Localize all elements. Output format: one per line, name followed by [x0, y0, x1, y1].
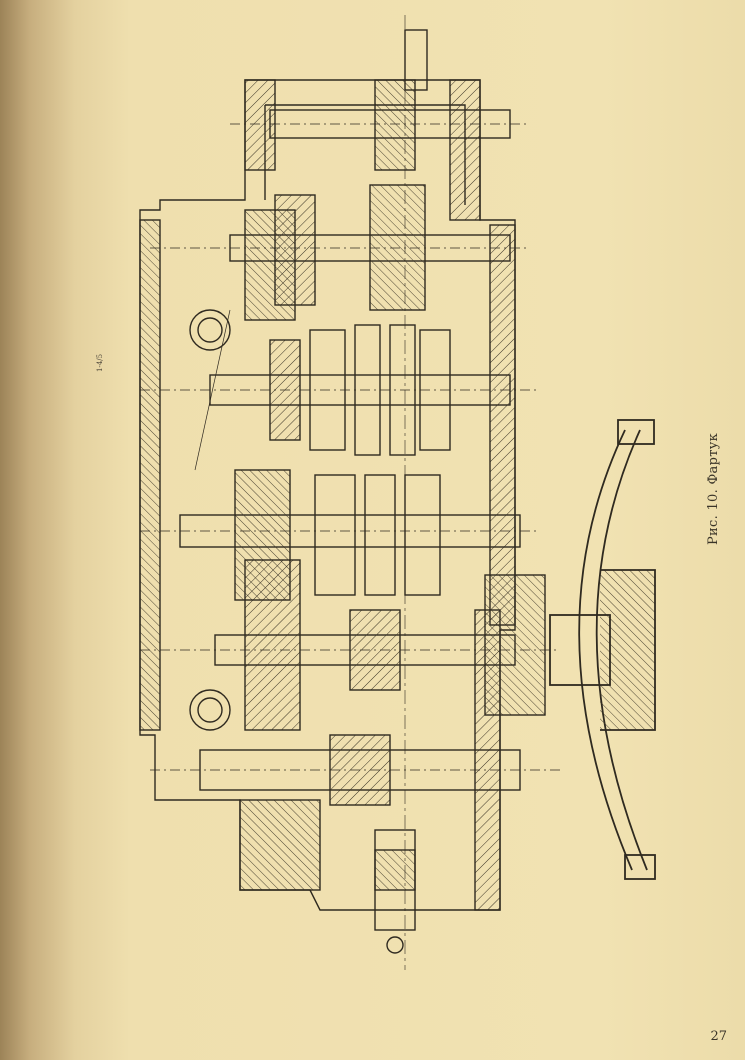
- drawing-callout-label: 1-4/5: [96, 353, 104, 372]
- shaft-5: [140, 574, 560, 716]
- shaft-2: [150, 184, 530, 311]
- shaft-4: [140, 469, 540, 601]
- handwheel: [549, 419, 656, 880]
- apron-section-drawing: [139, 15, 656, 970]
- page-number: 27: [710, 1029, 727, 1044]
- shaft-6: [150, 734, 560, 954]
- housing-boss-1: [189, 309, 231, 351]
- housing-boss-2: [189, 689, 231, 731]
- figure-caption: Рис. 10. Фартук: [706, 432, 721, 545]
- shaft-3: [140, 324, 540, 456]
- shaft-1: [230, 29, 530, 171]
